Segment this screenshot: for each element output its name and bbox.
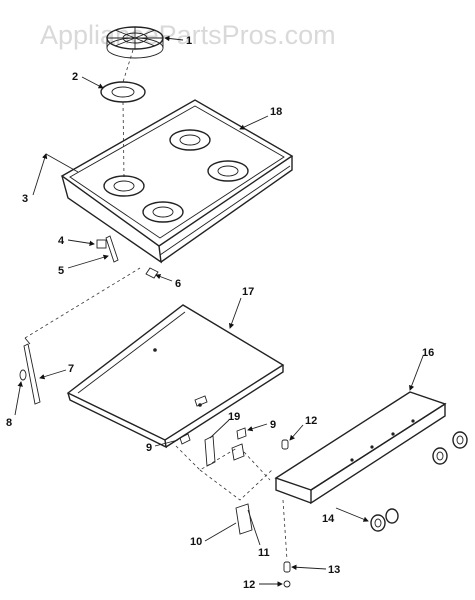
callout-8: 8 xyxy=(6,417,12,429)
cooktop-main-top xyxy=(60,99,294,264)
hinge-bracket xyxy=(96,235,119,263)
callout-19: 19 xyxy=(228,411,240,423)
callout-18: 18 xyxy=(270,106,282,118)
callout-10: 10 xyxy=(190,536,202,548)
callout-11: 11 xyxy=(258,547,270,559)
alignment-line-screw xyxy=(282,499,288,561)
callout-7: 7 xyxy=(68,363,74,375)
callout-3: 3 xyxy=(22,193,28,205)
callout-9-right: 9 xyxy=(270,419,276,431)
mounting-clip xyxy=(145,267,159,279)
callout-14: 14 xyxy=(322,513,335,525)
callout-6: 6 xyxy=(175,278,181,290)
main-top-support-panel xyxy=(66,304,285,449)
callout-12-lower: 12 xyxy=(243,579,255,591)
callout-12-upper: 12 xyxy=(305,415,317,427)
callout-2: 2 xyxy=(72,71,78,83)
watermark-text: AppliancePartsPros.com xyxy=(40,20,336,50)
screw-upper xyxy=(281,439,289,450)
leader-lines xyxy=(14,35,424,587)
callout-17: 17 xyxy=(242,286,254,298)
callout-5: 5 xyxy=(58,265,64,277)
control-knobs xyxy=(370,431,468,532)
callout-16: 16 xyxy=(422,347,434,359)
bracket-assembly xyxy=(175,427,273,535)
burner-grate xyxy=(106,26,164,59)
alignment-line-burner xyxy=(122,49,134,179)
callout-13: 13 xyxy=(328,564,340,576)
screw-lower xyxy=(283,561,291,588)
callout-1: 1 xyxy=(186,35,192,47)
pivot-bushing xyxy=(19,369,27,381)
control-panel-cover xyxy=(274,391,447,505)
callout-9-left: 9 xyxy=(146,442,152,454)
callout-4: 4 xyxy=(58,235,65,247)
support-rod xyxy=(23,267,141,405)
burner-drip-bowl xyxy=(100,81,146,103)
